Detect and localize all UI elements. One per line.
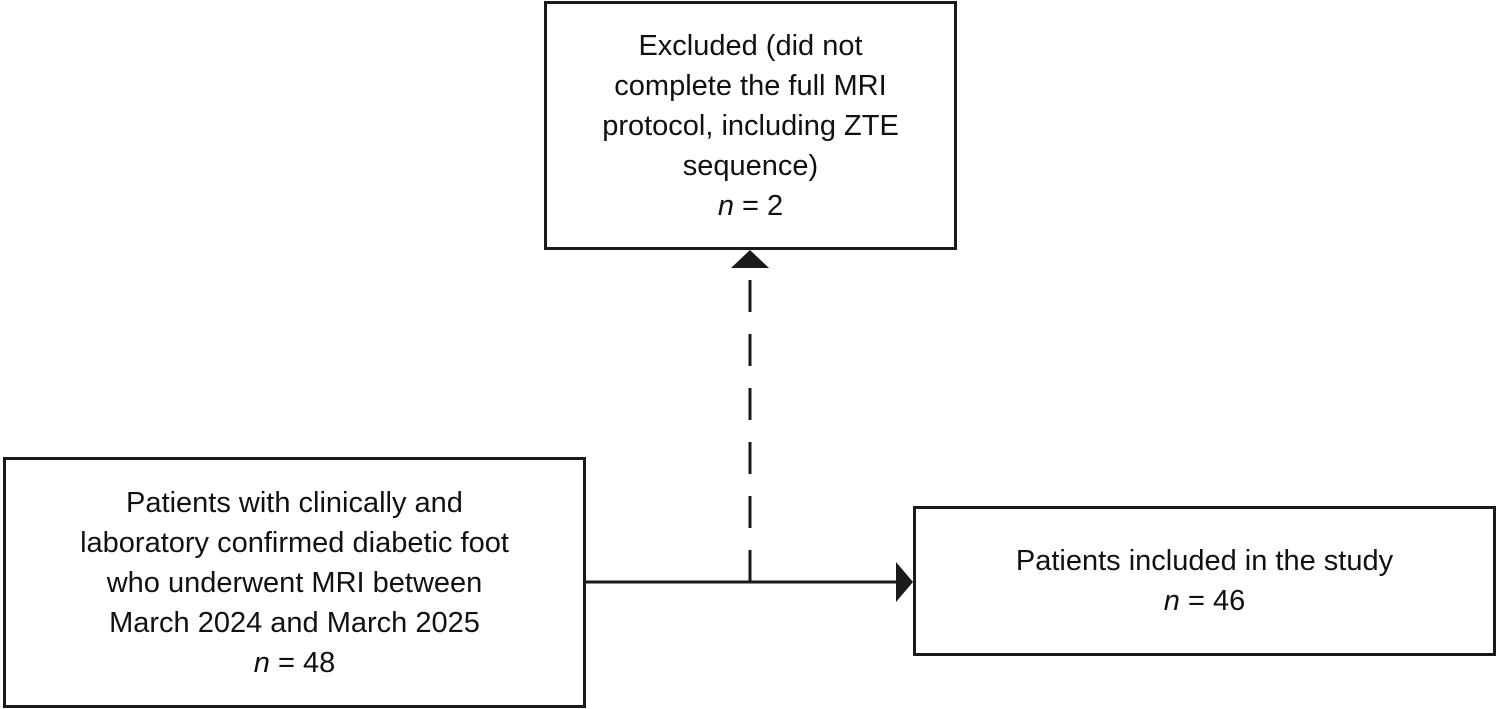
excluded-line-2: complete the full MRI xyxy=(614,69,887,102)
included-line-1: Patients included in the study xyxy=(1015,545,1394,577)
source-count: n = 48 xyxy=(80,643,509,683)
source-count-value: = 48 xyxy=(269,646,336,679)
source-line-3: who underwent MRI between xyxy=(106,566,483,599)
exclusion-branch-arrowhead xyxy=(731,250,769,268)
source-population-box: Patients with clinically and laboratory … xyxy=(3,457,586,708)
main-flow-arrowhead xyxy=(896,562,913,602)
excluded-line-4: sequence) xyxy=(682,149,819,182)
excluded-box-text: Excluded (did not complete the full MRI … xyxy=(602,26,899,226)
excluded-count-variable: n xyxy=(717,189,734,222)
included-count-value: = 46 xyxy=(1179,585,1246,617)
source-count-variable: n xyxy=(253,646,270,679)
excluded-line-3: protocol, including ZTE xyxy=(602,109,899,142)
source-line-4: March 2024 and March 2025 xyxy=(109,606,480,639)
included-count: n = 46 xyxy=(1016,581,1393,621)
source-line-2: laboratory confirmed diabetic foot xyxy=(80,526,509,559)
source-box-text: Patients with clinically and laboratory … xyxy=(80,483,509,683)
included-box: Patients included in the study n = 46 xyxy=(913,506,1496,656)
included-box-text: Patients included in the study n = 46 xyxy=(1016,541,1393,621)
excluded-box: Excluded (did not complete the full MRI … xyxy=(544,1,957,250)
excluded-count-value: = 2 xyxy=(733,189,784,222)
included-count-variable: n xyxy=(1163,585,1180,617)
source-line-1: Patients with clinically and xyxy=(126,486,463,519)
excluded-line-1: Excluded (did not xyxy=(638,29,863,62)
excluded-count: n = 2 xyxy=(602,186,899,226)
